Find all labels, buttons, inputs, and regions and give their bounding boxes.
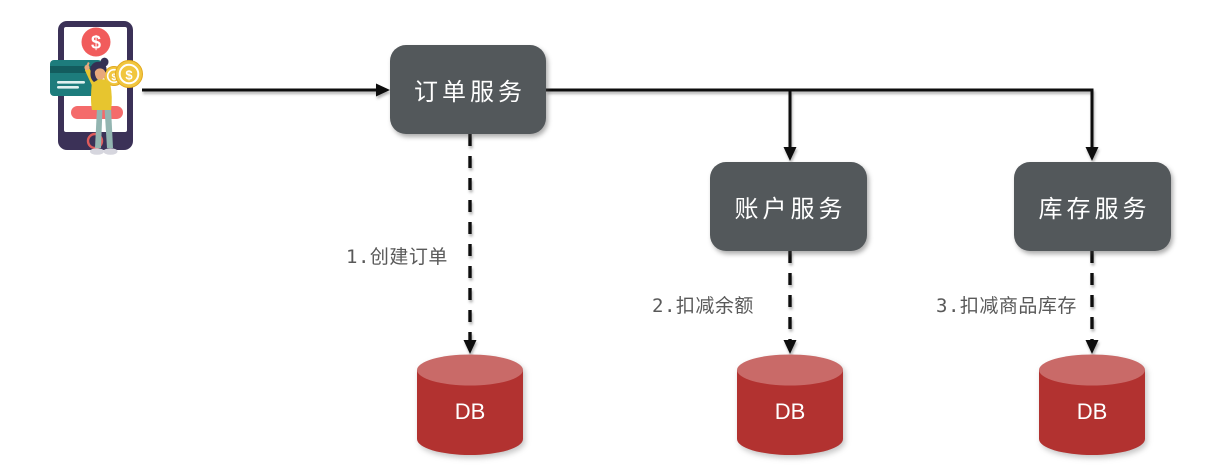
order-service-node: 订单服务 — [390, 45, 546, 134]
person-icon — [84, 57, 118, 155]
customer-paying-illustration: $ $ $ — [40, 10, 168, 160]
arrowhead-icon — [376, 83, 390, 97]
arrowhead-icon — [1085, 340, 1099, 354]
customer-phone-icon: $ $ $ — [50, 21, 143, 155]
dollar-circle-icon — [81, 27, 111, 57]
coin-dollar-symbol: $ — [125, 68, 133, 83]
database-icon — [737, 354, 843, 455]
edge-label-create-order: 1.创建订单 — [346, 246, 448, 268]
edge-order-to-inventory — [546, 88, 1094, 147]
account-db-label: DB — [774, 399, 806, 424]
arrowhead-icon — [1085, 147, 1099, 161]
arrowhead-icon — [783, 147, 797, 161]
dollar-symbol: $ — [91, 33, 101, 53]
order-service-label: 订单服务 — [414, 79, 526, 106]
inventory-service-label: 库存服务 — [1038, 196, 1151, 223]
coin-icon: $ — [115, 60, 143, 88]
database-icon — [1039, 354, 1145, 455]
account-service-node: 账户服务 — [710, 162, 867, 251]
order-db-cylinder: DB — [416, 354, 524, 458]
edge-label-deduct-inventory: 3.扣减商品库存 — [936, 295, 1077, 317]
arrowhead-icon — [783, 340, 797, 354]
order-db-label: DB — [454, 399, 486, 424]
inventory-service-node: 库存服务 — [1014, 162, 1171, 251]
database-icon — [417, 354, 523, 455]
edge-label-deduct-balance: 2.扣减余额 — [652, 295, 754, 317]
account-service-label: 账户服务 — [734, 196, 847, 223]
account-db-cylinder: DB — [736, 354, 844, 458]
inventory-db-label: DB — [1076, 399, 1108, 424]
coin-dollar-symbol: $ — [111, 72, 116, 82]
inventory-db-cylinder: DB — [1038, 354, 1146, 458]
arrowhead-icon — [463, 340, 477, 354]
